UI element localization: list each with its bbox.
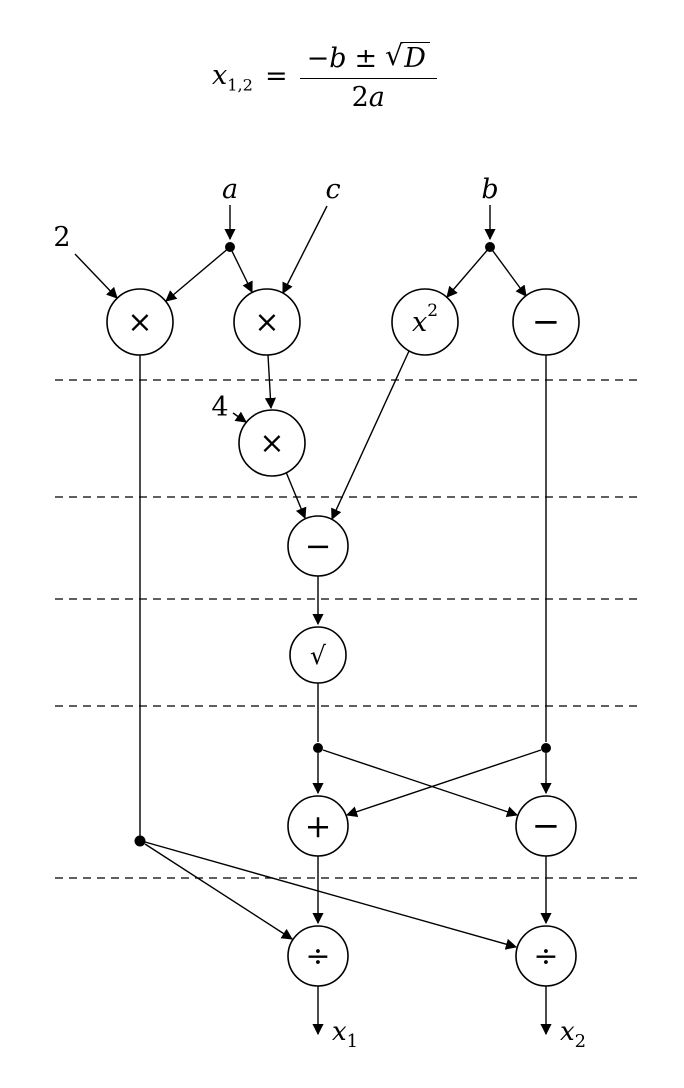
- fanout-dot-dot-2a: [134, 835, 146, 847]
- input-label-var-b: b: [481, 174, 498, 205]
- op-label-sub-discriminant: −: [305, 527, 332, 565]
- output-label-out-x1: x1: [332, 1017, 358, 1052]
- edge-negb-to-add: [345, 749, 542, 818]
- formula-numerator: −b ± √D: [300, 39, 437, 78]
- op-node-add-roots: [287, 795, 349, 857]
- op-label-sub-roots: −: [532, 806, 561, 846]
- denominator-var: a: [368, 81, 385, 113]
- input-label-var-c: c: [325, 174, 340, 205]
- edge-b-to-square: [446, 246, 491, 298]
- op-label-square-b: x2: [412, 301, 438, 338]
- input-label-const-2: 2: [53, 222, 70, 253]
- op-label-negate-b: −: [532, 302, 561, 342]
- fanout-dot-dot-sqrtD: [313, 743, 323, 753]
- op-node-sqrt-D: [289, 626, 347, 684]
- denominator-coeff: 2: [351, 81, 369, 113]
- numerator-var: b: [329, 43, 347, 74]
- op-node-div-x2: [515, 925, 577, 987]
- formula-denominator: 2a: [352, 79, 385, 113]
- op-node-mul-ac: [233, 288, 301, 356]
- op-node-div-x1: [287, 925, 349, 987]
- op-node-negate-b: [512, 288, 580, 356]
- op-label-mul-4ac: ×: [259, 426, 284, 461]
- input-label-const-4: 4: [211, 392, 228, 423]
- edge-2a-to-div-x2: [144, 841, 518, 950]
- edge-square-to-sub: [331, 350, 410, 521]
- radical-expression: √D: [385, 39, 430, 74]
- op-node-square-b: [391, 288, 459, 356]
- fanout-dot-dot-a: [225, 242, 235, 252]
- input-label-var-a: a: [222, 174, 238, 205]
- edge-2a-to-div-x1: [144, 843, 293, 940]
- fraction-bar: [299, 77, 437, 79]
- edge-2-to-mul-2a: [74, 253, 118, 299]
- plus-minus-sign: ±: [354, 43, 378, 74]
- minus-sign: −: [306, 43, 330, 74]
- edge-a-to-mul-ac: [229, 246, 253, 294]
- op-label-div-x1: ÷: [305, 939, 330, 974]
- edge-b-to-negate: [489, 246, 527, 297]
- edge-sqrtD-to-subroots: [322, 749, 519, 818]
- fanout-dot-dot-negb: [541, 743, 551, 753]
- radicand: D: [402, 42, 430, 74]
- edge-c-to-mul-ac: [282, 205, 328, 294]
- edge-a-to-mul-2a: [165, 246, 231, 302]
- op-label-sqrt-D: √: [310, 641, 326, 670]
- op-node-sub-roots: [515, 795, 577, 857]
- output-label-out-x2: x2: [560, 1017, 586, 1052]
- op-label-mul-2a: ×: [127, 305, 152, 340]
- radical-sign: √: [385, 39, 404, 72]
- fanout-dot-dot-b: [485, 242, 495, 252]
- op-label-div-x2: ÷: [533, 939, 558, 974]
- op-label-mul-ac: ×: [254, 305, 279, 340]
- quadratic-formula: x1,2 = −b ± √D 2a: [212, 39, 437, 113]
- op-node-sub-discriminant: [287, 515, 349, 577]
- formula-lhs-var: x: [212, 59, 228, 91]
- edge-mul-4ac-to-sub: [285, 471, 307, 520]
- edge-mul-ac-to-mul-4ac: [264, 354, 277, 410]
- op-label-add-roots: +: [305, 807, 332, 845]
- op-node-mul-4ac: [238, 409, 306, 477]
- formula-fraction: −b ± √D 2a: [299, 39, 437, 113]
- op-node-mul-2a: [106, 288, 174, 356]
- edge-4-to-mul-4ac: [232, 411, 247, 423]
- equals-sign: =: [264, 61, 288, 93]
- formula-lhs: x1,2: [212, 59, 253, 94]
- formula-lhs-subscript: 1,2: [227, 74, 253, 94]
